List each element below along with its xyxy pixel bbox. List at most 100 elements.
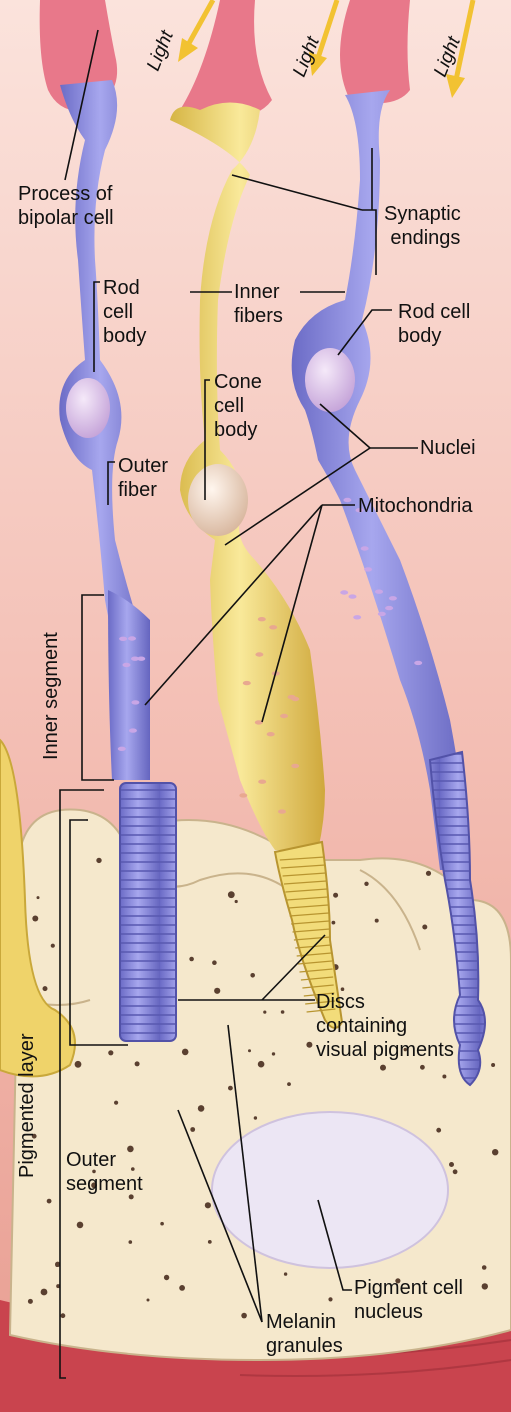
label-pigmented-layer: Pigmented layer [16, 1033, 39, 1178]
melanin-dot [380, 1065, 386, 1071]
melanin-dot [442, 1075, 446, 1079]
melanin-dot [189, 957, 194, 962]
melanin-dot [420, 1065, 425, 1070]
melanin-dot [482, 1265, 487, 1270]
mitochondrion [353, 615, 361, 619]
mitochondrion [278, 809, 286, 813]
mitochondrion [258, 617, 266, 621]
melanin-dot [449, 1162, 454, 1167]
melanin-dot [114, 1101, 118, 1105]
melanin-dot [284, 1272, 287, 1275]
melanin-dot [47, 1199, 52, 1204]
mitochondrion [340, 590, 348, 594]
melanin-dot [208, 1240, 212, 1244]
melanin-dot [182, 1049, 189, 1056]
melanin-dot [147, 1299, 150, 1302]
melanin-dot [482, 1283, 488, 1289]
mitochondrion [378, 612, 386, 616]
melanin-dot [422, 925, 427, 930]
mitochondrion [131, 657, 139, 661]
rod-left-outer-segment [120, 783, 176, 1041]
mitochondrion [243, 681, 251, 685]
mitochondrion [269, 625, 277, 629]
mitochondrion [389, 596, 397, 600]
melanin-dot [212, 960, 217, 965]
melanin-dot [77, 1222, 84, 1229]
melanin-dot [258, 1061, 265, 1068]
synapse-right [340, 0, 410, 103]
melanin-dot [272, 1052, 275, 1055]
rod-left-inner-segment [108, 590, 150, 780]
label-outer-fiber: Outer fiber [118, 454, 168, 502]
label-cone-cell-body: Cone cell body [214, 370, 262, 442]
mitochondrion [131, 700, 139, 704]
label-inner-fibers: Inner fibers [234, 280, 283, 328]
label-nuclei: Nuclei [420, 436, 476, 460]
melanin-dot [96, 858, 101, 863]
mitochondrion [123, 663, 131, 667]
mitochondrion [385, 606, 393, 610]
mitochondrion [364, 567, 372, 571]
melanin-dot [55, 1264, 58, 1267]
label-process-of-bipolar-cell: Process of bipolar cell [18, 182, 114, 230]
melanin-dot [254, 1116, 257, 1119]
melanin-dot [214, 988, 220, 994]
label-synaptic-endings: Synaptic endings [384, 202, 461, 250]
melanin-dot [205, 1202, 211, 1208]
melanin-dot [160, 1222, 164, 1226]
melanin-dot [287, 1082, 291, 1086]
mitochondrion [258, 780, 266, 784]
melanin-dot [190, 1127, 195, 1132]
label-pigment-cell-nucleus: Pigment cell nucleus [354, 1276, 463, 1324]
melanin-dot [426, 871, 431, 876]
melanin-dot [492, 1149, 498, 1155]
mitochondrion [343, 498, 351, 502]
melanin-dot [453, 1169, 458, 1174]
melanin-dot [306, 1042, 312, 1048]
melanin-dot [235, 900, 238, 903]
mitochondrion [118, 747, 126, 751]
melanin-dot [37, 896, 40, 899]
rod-right-nucleus [305, 348, 355, 412]
melanin-dot [263, 1011, 266, 1014]
mitochondrion [119, 637, 127, 641]
mitochondrion [349, 594, 357, 598]
melanin-dot [179, 1285, 185, 1291]
melanin-dot [108, 1050, 113, 1055]
melanin-dot [491, 1063, 495, 1067]
mitochondrion [280, 714, 288, 718]
mitochondrion [255, 652, 263, 656]
melanin-dot [164, 1275, 169, 1280]
melanin-dot [248, 1049, 251, 1052]
rod-left-nucleus [66, 378, 110, 438]
melanin-dot [281, 1010, 285, 1014]
melanin-dot [41, 1289, 48, 1296]
label-outer-segment: Outer segment [66, 1148, 143, 1196]
melanin-dot [51, 944, 55, 948]
mitochondrion [129, 728, 137, 732]
melanin-dot [135, 1061, 140, 1066]
melanin-dot [328, 1297, 332, 1301]
mitochondrion [361, 546, 369, 550]
melanin-dot [436, 1128, 441, 1133]
melanin-dot [75, 1061, 82, 1068]
melanin-dot [228, 1086, 233, 1091]
mitochondrion [128, 636, 136, 640]
melanin-dot [228, 891, 235, 898]
mitochondrion [291, 764, 299, 768]
melanin-dot [333, 893, 338, 898]
melanin-dot [43, 986, 48, 991]
mitochondrion [414, 661, 422, 665]
label-rod-cell-body-right: Rod cell body [398, 300, 470, 348]
cone-nucleus [188, 464, 248, 536]
melanin-dot [129, 1240, 133, 1244]
melanin-dot [198, 1105, 205, 1112]
mitochondrion [239, 793, 247, 797]
label-melanin-granules: Melanin granules [266, 1310, 343, 1358]
label-rod-cell-body-left: Rod cell body [103, 276, 146, 348]
melanin-dot [28, 1299, 33, 1304]
label-inner-segment: Inner segment [40, 632, 63, 760]
melanin-dot [61, 1313, 66, 1318]
label-discs-containing-visual-pigments: Discs containing visual pigments [316, 990, 454, 1062]
mitochondrion [288, 695, 296, 699]
